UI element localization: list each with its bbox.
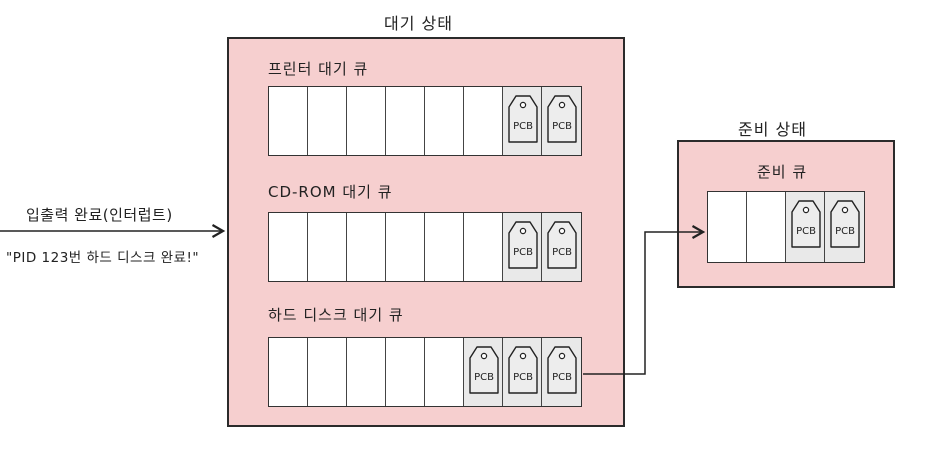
pcb-label: PCB xyxy=(835,226,855,237)
pcb-slot: PCB xyxy=(503,338,542,406)
empty-slot xyxy=(308,87,347,155)
pcb-tag-icon: PCB xyxy=(508,346,538,394)
empty-slot xyxy=(464,87,503,155)
pcb-slot: PCB xyxy=(786,192,825,262)
ready-queue: PCB PCB xyxy=(707,191,865,263)
pcb-label: PCB xyxy=(513,372,533,383)
pcb-tag-icon: PCB xyxy=(508,95,538,143)
empty-slot xyxy=(425,87,464,155)
empty-slot xyxy=(269,87,308,155)
hdd-wait-queue: PCB PCB PCB xyxy=(268,337,582,407)
empty-slot xyxy=(425,338,464,406)
pcb-slot: PCB xyxy=(542,213,581,281)
wait-state-title: 대기 상태 xyxy=(384,14,453,33)
pcb-tag-icon: PCB xyxy=(469,346,499,394)
ready-state-title: 준비 상태 xyxy=(738,120,807,139)
pcb-label: PCB xyxy=(513,247,533,258)
pcb-slot: PCB xyxy=(503,213,542,281)
pcb-label: PCB xyxy=(513,121,533,132)
empty-slot xyxy=(386,87,425,155)
pcb-tag-icon: PCB xyxy=(547,95,577,143)
empty-slot xyxy=(386,338,425,406)
pcb-slot: PCB xyxy=(542,338,581,406)
cdrom-queue-label: CD-ROM 대기 큐 xyxy=(268,183,393,201)
pcb-label: PCB xyxy=(474,372,494,383)
hdd-queue-label: 하드 디스크 대기 큐 xyxy=(268,306,404,324)
pcb-slot: PCB xyxy=(825,192,864,262)
empty-slot xyxy=(708,192,747,262)
pcb-tag-icon: PCB xyxy=(791,200,821,248)
cdrom-wait-queue: PCB PCB xyxy=(268,212,582,282)
hdd-to-ready-arrow xyxy=(583,225,706,375)
ready-queue-label: 준비 큐 xyxy=(757,163,808,181)
empty-slot xyxy=(425,213,464,281)
empty-slot xyxy=(269,338,308,406)
pcb-tag-icon: PCB xyxy=(508,221,538,269)
empty-slot xyxy=(347,213,386,281)
pcb-slot: PCB xyxy=(464,338,503,406)
pcb-label: PCB xyxy=(796,226,816,237)
io-completion-label: 입출력 완료(인터럽트) xyxy=(26,206,173,224)
pcb-tag-icon: PCB xyxy=(547,221,577,269)
empty-slot xyxy=(347,338,386,406)
printer-queue-label: 프린터 대기 큐 xyxy=(268,60,369,78)
pcb-label: PCB xyxy=(552,247,572,258)
empty-slot xyxy=(464,213,503,281)
empty-slot xyxy=(347,87,386,155)
empty-slot xyxy=(386,213,425,281)
empty-slot xyxy=(308,338,347,406)
empty-slot xyxy=(308,213,347,281)
pcb-label: PCB xyxy=(552,372,572,383)
printer-wait-queue: PCB PCB xyxy=(268,86,582,156)
pcb-tag-icon: PCB xyxy=(830,200,860,248)
pcb-tag-icon: PCB xyxy=(547,346,577,394)
empty-slot xyxy=(269,213,308,281)
empty-slot xyxy=(747,192,786,262)
pcb-label: PCB xyxy=(552,121,572,132)
pcb-slot: PCB xyxy=(542,87,581,155)
pcb-slot: PCB xyxy=(503,87,542,155)
io-completion-message: "PID 123번 하드 디스크 완료!" xyxy=(6,250,200,266)
